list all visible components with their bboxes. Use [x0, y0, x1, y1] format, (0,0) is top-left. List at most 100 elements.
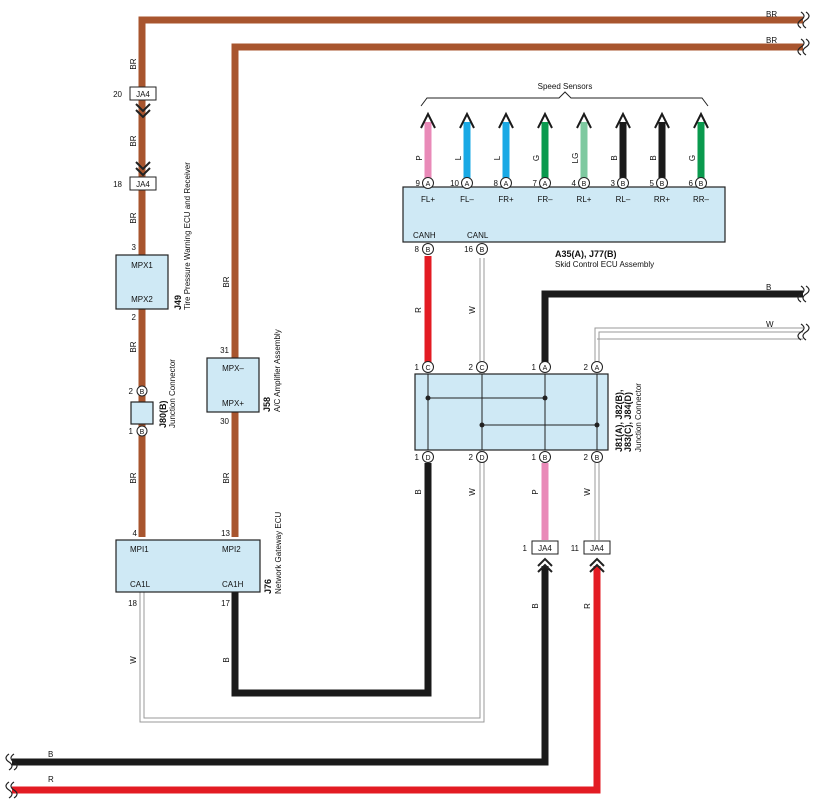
sensor-wire-color: G [532, 155, 541, 161]
tpms-name: Tire Pressure Warning ECU and Receiver [183, 162, 192, 310]
junction-pin-conn: A [543, 365, 548, 372]
sensor-pin-num: 10 [450, 179, 459, 188]
wire-label: B [48, 750, 53, 759]
sensor-arrow [537, 111, 553, 129]
sensor-pin-num: 5 [650, 179, 655, 188]
sensor-pin-circle [695, 177, 707, 189]
wire-label: BR [129, 135, 138, 146]
sensor-pin-circle [461, 177, 473, 189]
svg-text:13: 13 [221, 529, 230, 538]
svg-text:11: 11 [571, 544, 580, 553]
svg-text:J83(C), J84(D): J83(C), J84(D) [623, 392, 633, 452]
svg-text:B: B [480, 247, 485, 254]
junction-pin-bottom [476, 451, 488, 463]
svg-text:J80(B): J80(B) [158, 400, 168, 428]
wire-label: BR [129, 212, 138, 223]
junction-pin-top [422, 361, 434, 373]
svg-text:MPX1: MPX1 [131, 261, 153, 270]
sensor-wire-color: G [688, 155, 697, 161]
sensor-pin-num: 7 [533, 179, 538, 188]
sensor-pin-conn: A [426, 181, 431, 188]
wire-label: W [129, 656, 138, 664]
wire-label: BR [129, 58, 138, 69]
wire-label: P [531, 489, 540, 494]
network-gateway-ecu: MPI1 MPI2 CA1L CA1H 4 13 18 17 J76 Netwo… [115, 512, 283, 608]
sensor-pin-conn: A [504, 181, 509, 188]
sensor-pin-conn: B [699, 181, 704, 188]
svg-text:31: 31 [220, 346, 229, 355]
svg-text:MPX–: MPX– [222, 364, 244, 373]
junction-pin-conn: B [543, 455, 548, 462]
junction-pin-top [591, 361, 603, 373]
svg-text:1: 1 [129, 427, 134, 436]
svg-text:MPX+: MPX+ [222, 399, 244, 408]
svg-text:2: 2 [132, 313, 137, 322]
sensor-pin-conn: B [621, 181, 626, 188]
sensor-pin-num: 6 [689, 179, 694, 188]
junction-pin-conn: A [595, 365, 600, 372]
svg-text:1: 1 [523, 544, 528, 553]
sensor-pin-circle [578, 177, 590, 189]
ac-amplifier: MPX– MPX+ 31 30 J58 A/C Amplifier Assemb… [206, 329, 282, 426]
sensor-arrow [693, 111, 709, 129]
wire-label: W [583, 488, 592, 496]
junction-pin-bottom [539, 451, 551, 463]
svg-text:B: B [140, 389, 145, 396]
sensor-arrow [576, 111, 592, 129]
svg-text:18: 18 [128, 599, 137, 608]
sensor-wire-color: P [415, 155, 424, 160]
wire-label: R [414, 307, 423, 313]
junction-pin-num: 1 [532, 363, 537, 372]
wire-label: B [531, 603, 540, 608]
wire-r-bottom [12, 566, 601, 794]
tpms-code: J49 [173, 295, 183, 310]
wire-label: BR [222, 276, 231, 287]
sensor-arrow [498, 111, 514, 129]
junction-pin-num: 1 [415, 363, 420, 372]
junction-big-name: Junction Connector [634, 383, 643, 452]
junction-pin-top [476, 361, 488, 373]
svg-text:B: B [140, 429, 145, 436]
svg-text:J81(A), J82(B),: J81(A), J82(B), [614, 389, 624, 452]
sensor-wire-color: B [610, 155, 619, 160]
svg-text:MPI1: MPI1 [130, 545, 149, 554]
svg-text:CA1H: CA1H [222, 580, 244, 589]
wire-b-bottom [12, 566, 549, 766]
sensor-pin-label: FR– [537, 195, 553, 204]
wire-label: BR [222, 472, 231, 483]
wire-label: W [468, 306, 477, 314]
wire-b-ca1h [231, 463, 432, 697]
wire-label: BR [766, 10, 777, 19]
skid-ecu-name: Skid Control ECU Assembly [555, 260, 654, 269]
svg-text:J58: J58 [262, 397, 272, 412]
wire-b-a1 [541, 290, 803, 362]
sensor-pin-label: RR+ [654, 195, 671, 204]
junction-pin-conn: B [595, 455, 600, 462]
wire-break-marks [5, 11, 810, 799]
sensor-pin-conn: B [660, 181, 665, 188]
wire-label: BR [129, 341, 138, 352]
sensor-pin-num: 4 [572, 179, 577, 188]
sensor-arrow [459, 111, 475, 129]
sensor-pin-conn: B [582, 181, 587, 188]
svg-text:JA4: JA4 [136, 180, 150, 189]
sensor-pin-circle [617, 177, 629, 189]
svg-text:JA4: JA4 [136, 90, 150, 99]
wire-label: R [583, 603, 592, 609]
ja4-connector-18: JA4 18 [113, 161, 157, 191]
sensor-arrow [654, 111, 670, 129]
wire-w-a2 [594, 327, 803, 362]
junction-pin-num: 1 [415, 453, 420, 462]
ja4-connector-1: JA4 1 [523, 540, 559, 573]
wire-label: R [48, 775, 54, 784]
junction-pin-bottom [591, 451, 603, 463]
ja4-connector-20: JA4 20 [113, 86, 157, 119]
skid-ecu-code: A35(A), J77(B) [555, 249, 617, 259]
svg-text:JA4: JA4 [590, 544, 604, 553]
junction-pin-num: 2 [584, 453, 589, 462]
svg-text:B: B [426, 247, 431, 254]
sensor-pin-num: 9 [416, 179, 421, 188]
sensor-pin-label: FR+ [498, 195, 514, 204]
